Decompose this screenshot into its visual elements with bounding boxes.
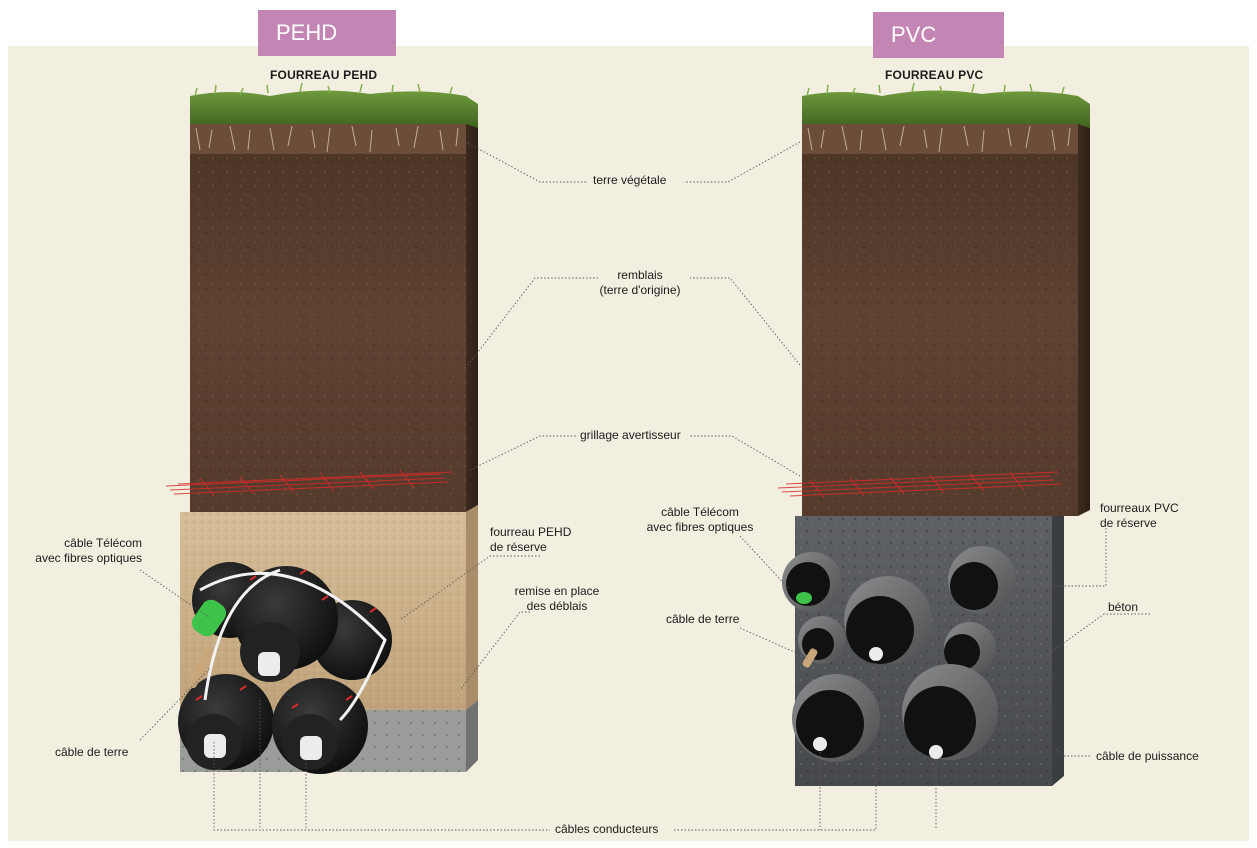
pehd-tag: PEHD [258, 10, 396, 56]
conductor-core [204, 734, 226, 758]
label-right-telecom: câble Télécom avec fibres optiques [640, 505, 760, 535]
label-right-earth: câble de terre [666, 612, 740, 626]
conductor-core [813, 737, 827, 751]
conductor-core [258, 652, 280, 676]
label-right-telecom-line-2: avec fibres optiques [646, 520, 754, 534]
label-left-telecom-line-2: avec fibres optiques [35, 551, 142, 565]
topsoil-layer [802, 120, 1078, 154]
label-right-power: câble de puissance [1096, 749, 1199, 763]
label-topsoil: terre végétale [593, 173, 667, 187]
grass-top [190, 90, 478, 128]
label-left-refill: remise en place des déblais [502, 584, 612, 614]
pehd-conduits [178, 562, 392, 774]
label-conductors: câbles conducteurs [555, 822, 659, 836]
soil-side-face [1078, 120, 1090, 516]
label-left-refill-line-1: remise en place [514, 584, 600, 598]
conductor-core [929, 745, 943, 759]
label-backfill: remblais (terre d'origine) [590, 268, 690, 298]
label-left-spare-line-1: fourreau PEHD [490, 525, 572, 539]
label-right-spare-line-1: fourreaux PVC [1100, 501, 1179, 515]
label-left-spare: fourreau PEHD de réserve [490, 525, 571, 555]
soil-side-face [466, 120, 478, 512]
leader-lines [139, 139, 1150, 831]
label-left-spare-line-2: de réserve [490, 540, 547, 554]
pvc-tag: PVC [873, 12, 1004, 58]
label-left-telecom: câble Télécom avec fibres optiques [22, 536, 142, 566]
sand-side-face [466, 505, 478, 710]
label-right-spare-line-2: de réserve [1100, 516, 1157, 530]
grass-top [802, 90, 1090, 128]
fibre-optic-cable-pvc [796, 592, 812, 604]
label-left-telecom-line-1: câble Télécom [64, 536, 142, 550]
label-left-earth: câble de terre [55, 745, 129, 759]
label-right-spare: fourreaux PVC de réserve [1100, 501, 1179, 531]
label-backfill-line-1: remblais [617, 268, 663, 282]
warning-mesh-pehd [165, 469, 453, 497]
gravel-side-face [466, 700, 478, 772]
topsoil-layer [190, 120, 466, 154]
earth-cable-pvc [802, 648, 818, 668]
pehd-trench-block [165, 82, 478, 774]
earth-cable-pehd [187, 647, 215, 689]
fibre-optic-cable-pehd [191, 599, 227, 637]
conductor-core [869, 647, 883, 661]
pvc-trench-block [777, 82, 1090, 786]
label-right-telecom-line-1: câble Télécom [661, 505, 739, 519]
concrete-side-face [1052, 505, 1064, 786]
label-backfill-line-2: (terre d'origine) [599, 283, 681, 297]
warning-mesh-pvc [777, 471, 1063, 499]
pvc-panel-title: FOURREAU PVC [885, 68, 984, 82]
label-left-refill-line-2: des déblais [526, 599, 588, 613]
pehd-panel-title: FOURREAU PEHD [270, 68, 378, 82]
conductor-core [300, 736, 322, 760]
label-warning-mesh: grillage avertisseur [580, 428, 681, 442]
label-right-concrete: béton [1108, 600, 1139, 614]
pvc-conduits [782, 546, 1016, 762]
binding-strap [199, 571, 387, 722]
